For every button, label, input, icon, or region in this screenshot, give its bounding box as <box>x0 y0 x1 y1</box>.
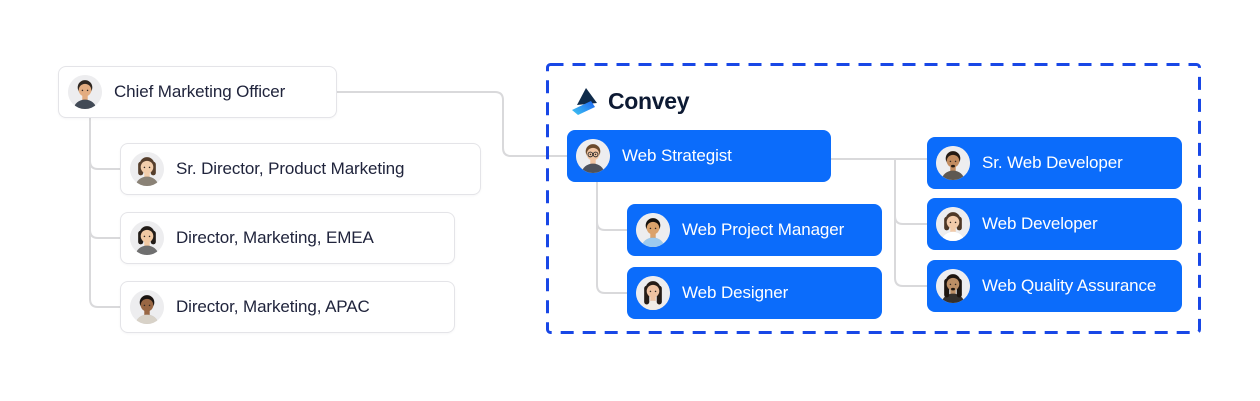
avatar-sr-web-developer <box>936 146 970 180</box>
card-title: Director, Marketing, EMEA <box>176 228 374 247</box>
card-web-project-manager[interactable]: Web Project Manager <box>627 204 882 256</box>
convey-logo-icon <box>572 88 597 115</box>
card-title: Web Developer <box>982 214 1098 233</box>
avatar-web-strategist <box>576 139 610 173</box>
card-web-quality-assurance[interactable]: Web Quality Assurance <box>927 260 1182 312</box>
card-sr-director-product-marketing[interactable]: Sr. Director, Product Marketing <box>120 143 481 195</box>
card-title: Web Strategist <box>622 146 732 165</box>
card-title: Web Designer <box>682 283 789 302</box>
avatar-web-developer <box>936 207 970 241</box>
card-title: Sr. Director, Product Marketing <box>176 159 405 178</box>
avatar-chief-marketing-officer <box>68 75 102 109</box>
card-title: Web Project Manager <box>682 220 845 239</box>
card-director-marketing-emea[interactable]: Director, Marketing, EMEA <box>120 212 455 264</box>
convey-logo-text: Convey <box>608 87 690 114</box>
card-web-developer[interactable]: Web Developer <box>927 198 1182 250</box>
convey-logo: Convey <box>570 85 690 117</box>
card-title: Web Quality Assurance <box>982 276 1157 295</box>
card-chief-marketing-officer[interactable]: Chief Marketing Officer <box>58 66 337 118</box>
card-title: Chief Marketing Officer <box>114 82 286 101</box>
card-web-strategist[interactable]: Web Strategist <box>567 130 831 182</box>
avatar-director-marketing-emea <box>130 221 164 255</box>
card-web-designer[interactable]: Web Designer <box>627 267 882 319</box>
card-sr-web-developer[interactable]: Sr. Web Developer <box>927 137 1182 189</box>
avatar-web-quality-assurance <box>936 269 970 303</box>
card-title: Sr. Web Developer <box>982 153 1123 172</box>
avatar-sr-director-product-marketing <box>130 152 164 186</box>
avatar-web-project-manager <box>636 213 670 247</box>
avatar-director-marketing-apac <box>130 290 164 324</box>
card-director-marketing-apac[interactable]: Director, Marketing, APAC <box>120 281 455 333</box>
avatar-web-designer <box>636 276 670 310</box>
card-title: Director, Marketing, APAC <box>176 297 370 316</box>
